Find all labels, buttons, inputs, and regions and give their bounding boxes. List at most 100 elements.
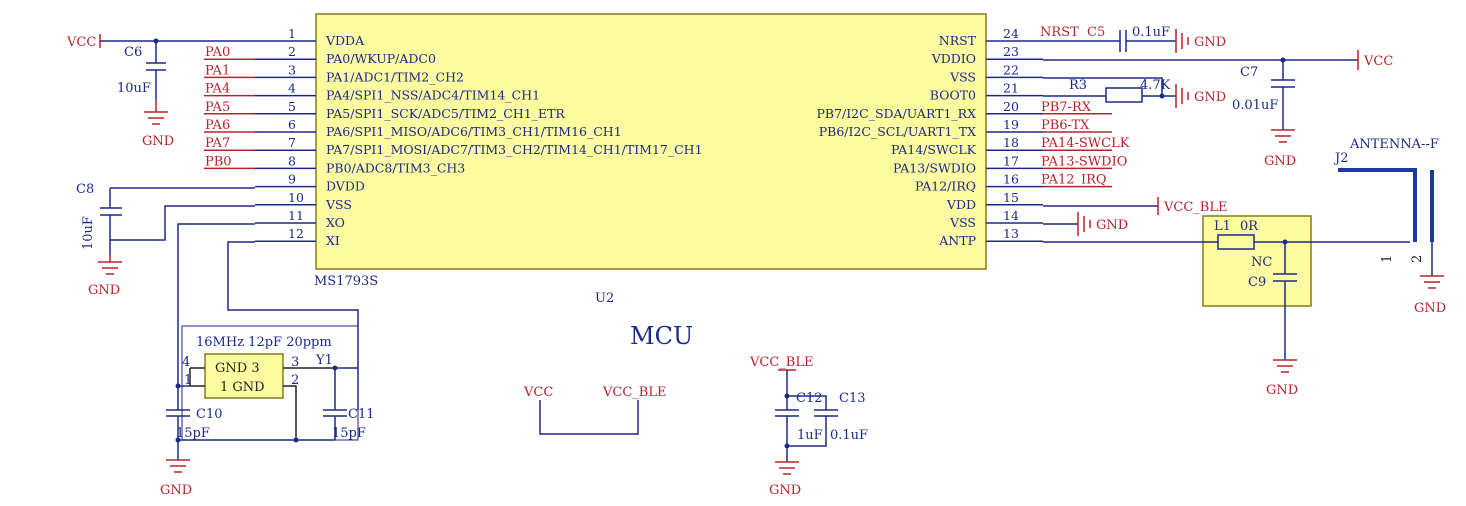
j2-pin1: 1 xyxy=(1380,255,1395,263)
gnd-symbol xyxy=(98,255,122,275)
rf-matching-box xyxy=(1202,215,1312,307)
pin-number: 11 xyxy=(288,208,304,223)
pin-number: 17 xyxy=(1003,153,1019,168)
net-label: PA0 xyxy=(205,45,230,60)
pin-number: 8 xyxy=(288,153,296,168)
gnd-label: GND xyxy=(1414,301,1446,316)
gnd-label: GND xyxy=(1194,35,1226,50)
r3-value: 4.7K xyxy=(1140,78,1171,93)
pin-name: VSS xyxy=(325,197,352,212)
c9-label: C9 xyxy=(1248,275,1266,290)
gnd-label: GND xyxy=(160,483,192,498)
crystal-pin4: 4 xyxy=(182,355,190,370)
pin-number: 22 xyxy=(1003,62,1019,77)
pin-number: 12 xyxy=(288,226,304,241)
pin-name: NRST xyxy=(939,33,977,48)
gnd-symbol xyxy=(144,100,168,125)
vss-wire xyxy=(110,205,255,241)
gnd-label: GND xyxy=(1096,218,1128,233)
c10-capacitor xyxy=(166,409,190,417)
r3-resistor xyxy=(1105,87,1143,103)
vcc-vccble-link xyxy=(539,400,639,435)
gnd-symbol xyxy=(1271,129,1295,143)
chip-ref-designator: U2 xyxy=(595,291,614,306)
net-label: PA6 xyxy=(205,118,230,133)
c11-value: 15pF xyxy=(332,426,366,441)
pin-number: 4 xyxy=(288,81,296,96)
net-label: PA13-SWDIO xyxy=(1041,154,1127,169)
page-title: MCU xyxy=(630,322,693,350)
crystal-pin1: 1 xyxy=(184,373,192,388)
chip-right-pins: 24NRST23VDDIO22VSS21BOOT020PB7/I2C_SDA/U… xyxy=(816,26,1043,248)
pin-number: 6 xyxy=(288,117,296,132)
c5-value: 0.1uF xyxy=(1132,25,1170,40)
net-label: PB7-RX xyxy=(1041,100,1092,115)
c10-label: C10 xyxy=(196,407,223,422)
pin-name: PA14/SWCLK xyxy=(891,142,977,157)
pin-name: PA13/SWDIO xyxy=(893,160,976,175)
mcu-chip-body xyxy=(315,13,987,270)
c13-capacitor xyxy=(814,409,838,417)
pin-name: XI xyxy=(326,233,340,248)
vcc-ble-label-right: VCC_BLE xyxy=(1163,200,1227,215)
pin-number: 13 xyxy=(1003,226,1019,241)
gnd-label: GND xyxy=(142,134,174,149)
pin-number: 14 xyxy=(1003,208,1019,223)
pin-name: VSS xyxy=(949,215,976,230)
crystal-ref: Y1 xyxy=(315,353,333,368)
nrst-net-label: NRST xyxy=(1040,25,1079,40)
net-label: PA1 xyxy=(205,63,230,78)
vcc-ble-label-caps: VCC_BLE xyxy=(749,355,813,370)
pin-name: PA1/ADC1/TIM2_CH2 xyxy=(326,69,464,84)
gnd-symbol xyxy=(775,461,799,475)
c12-capacitor xyxy=(775,409,799,417)
c9-nc-label: NC xyxy=(1251,255,1272,270)
c6-value: 10uF xyxy=(117,81,151,96)
pin-name: XO xyxy=(326,215,345,230)
pin-name: PA7/SPI1_MOSI/ADC7/TIM3_CH2/TIM14_CH1/TI… xyxy=(326,142,703,157)
j2-label: J2 xyxy=(1333,151,1348,166)
pin-number: 24 xyxy=(1003,26,1019,41)
crystal-pin-gnd1: 1 GND xyxy=(220,380,265,395)
pin-name: PB6/I2C_SCL/UART1_TX xyxy=(819,124,976,139)
crystal-pin2: 2 xyxy=(291,373,299,388)
pin-name: PA5/SPI1_SCK/ADC5/TIM2_CH1_ETR xyxy=(326,106,565,121)
c8-label: C8 xyxy=(76,182,94,197)
gnd-symbol xyxy=(1420,275,1444,289)
c7-label: C7 xyxy=(1240,65,1258,80)
gnd-label: GND xyxy=(88,283,120,298)
pin-name: VDDA xyxy=(325,33,365,48)
pin-number: 23 xyxy=(1003,44,1019,59)
pin-name: VDDIO xyxy=(931,51,976,66)
c13-value: 0.1uF xyxy=(830,428,868,443)
pin-name: PA4/SPI1_NSS/ADC4/TIM14_CH1 xyxy=(326,88,540,103)
net-label: PB0 xyxy=(205,154,232,169)
net-label: PA5 xyxy=(205,100,230,115)
gnd-label: GND xyxy=(1264,154,1296,169)
pin-name: ANTP xyxy=(938,233,976,248)
xo-wire xyxy=(177,223,255,410)
l1-label: L1 xyxy=(1214,219,1231,234)
c7-capacitor xyxy=(1271,60,1295,130)
net-label: PA14-SWCLK xyxy=(1041,136,1130,151)
crystal-pin3: 3 xyxy=(291,355,299,370)
crystal-pin-gnd3: GND 3 xyxy=(215,361,260,376)
gnd-label: GND xyxy=(1266,383,1298,398)
gnd-symbol xyxy=(1175,84,1189,108)
gnd-symbol xyxy=(1077,212,1091,236)
pin-number: 2 xyxy=(288,44,296,59)
pin-number: 3 xyxy=(288,62,296,77)
c9-capacitor xyxy=(1273,242,1297,360)
gnd-label: GND xyxy=(769,483,801,498)
pin-name: PB0/ADC8/TIM3_CH3 xyxy=(326,160,465,175)
c13-label: C13 xyxy=(839,391,866,406)
c5-label: C5 xyxy=(1087,25,1105,40)
pin-number: 21 xyxy=(1003,81,1019,96)
pin-number: 15 xyxy=(1003,190,1019,205)
c6-label: C6 xyxy=(124,45,142,60)
chip-part-number: MS1793S xyxy=(314,274,378,289)
c8-capacitor xyxy=(100,207,122,216)
